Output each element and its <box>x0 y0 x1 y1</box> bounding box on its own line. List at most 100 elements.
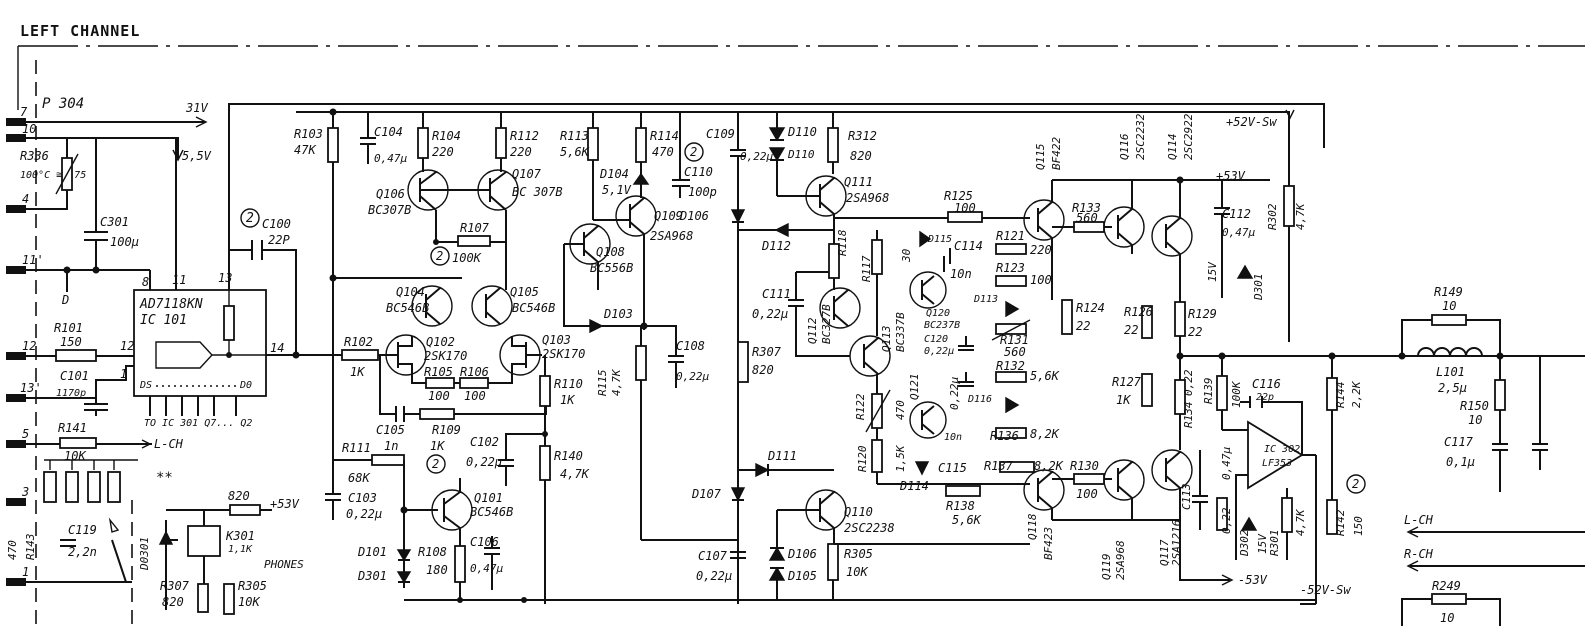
r118-resistor <box>737 341 749 383</box>
svg-text:BC307B: BC307B <box>368 203 411 217</box>
svg-text:22P: 22P <box>268 233 290 247</box>
svg-text:5,6K: 5,6K <box>1030 369 1060 383</box>
svg-text:1K: 1K <box>1116 393 1131 407</box>
svg-text:R307: R307 <box>160 579 190 593</box>
q102-jfet <box>385 334 427 376</box>
svg-text:1K: 1K <box>350 365 365 379</box>
svg-text:0,47μ: 0,47μ <box>1222 226 1255 239</box>
d109-diode <box>768 147 786 162</box>
c114-capacitor <box>943 248 951 272</box>
svg-text:R312: R312 <box>848 129 877 143</box>
arrow-icon <box>141 439 151 449</box>
svg-text:R127: R127 <box>1112 375 1142 389</box>
svg-text:3: 3 <box>21 485 29 499</box>
r149-resistor <box>1431 314 1467 326</box>
svg-text:R103: R103 <box>294 127 323 141</box>
svg-text:30: 30 <box>900 248 913 263</box>
svg-text:R144: R144 <box>1334 382 1347 409</box>
svg-text:D0: D0 <box>239 380 252 391</box>
svg-text:D116: D116 <box>967 394 992 405</box>
svg-text:22: 22 <box>1124 323 1138 337</box>
svg-text:0,22μ: 0,22μ <box>676 370 709 383</box>
svg-text:BC546B: BC546B <box>512 301 555 315</box>
svg-text:Q114: Q114 <box>1166 134 1179 161</box>
svg-text:R139: R139 <box>1202 378 1215 405</box>
svg-text:1: 1 <box>120 367 127 381</box>
svg-text:R130: R130 <box>1070 459 1099 473</box>
arrow-icon <box>195 116 208 128</box>
svg-text:820: 820 <box>850 149 872 163</box>
c102-capacitor <box>498 433 545 486</box>
svg-text:R305: R305 <box>238 579 267 593</box>
svg-text:C101: C101 <box>60 369 89 383</box>
svg-text:R138: R138 <box>946 499 975 513</box>
svg-text:100°C ≅1,75: 100°C ≅1,75 <box>20 170 86 181</box>
svg-text:R112: R112 <box>510 129 539 143</box>
svg-text:5,6K: 5,6K <box>560 145 590 159</box>
svg-text:180: 180 <box>426 563 448 577</box>
svg-text:R104: R104 <box>432 129 461 143</box>
d107-diode <box>730 487 746 502</box>
svg-text:1,1K: 1,1K <box>228 544 253 555</box>
c109-capacitor <box>730 112 746 604</box>
svg-text:2SA968: 2SA968 <box>1114 540 1127 580</box>
svg-text:D111: D111 <box>767 449 797 463</box>
svg-text:560: 560 <box>1004 345 1026 359</box>
r133-resistor <box>999 461 1035 473</box>
r112-resistor <box>495 127 507 159</box>
q114-transistor <box>1151 215 1193 257</box>
svg-text:R117: R117 <box>860 255 873 282</box>
svg-text:Q106: Q106 <box>376 187 405 201</box>
svg-text:C119: C119 <box>68 523 97 537</box>
r142-resistor <box>1326 499 1338 535</box>
svg-text:5,1V: 5,1V <box>602 183 632 197</box>
c110-capacitor <box>672 112 690 198</box>
svg-text:Q105: Q105 <box>510 285 539 299</box>
svg-text:C112: C112 <box>1222 207 1251 221</box>
r120-resistor <box>871 239 883 275</box>
r117-resistor <box>827 543 839 581</box>
d104-zener <box>632 172 650 185</box>
rail-5v5-line <box>26 137 179 160</box>
svg-text:R124: R124 <box>1076 301 1105 315</box>
d114-diode <box>914 461 930 476</box>
svg-text:R131: R131 <box>1000 333 1029 347</box>
svg-text:0,22: 0,22 <box>1182 369 1195 396</box>
arrow-icon <box>1406 560 1419 572</box>
svg-text:100: 100 <box>1030 273 1052 287</box>
d105-diode <box>768 566 786 581</box>
q112-transistor <box>819 287 861 329</box>
svg-text:10: 10 <box>1440 611 1454 625</box>
svg-text:R150: R150 <box>1460 399 1489 413</box>
svg-text:D115: D115 <box>927 234 952 245</box>
svg-text:Q104: Q104 <box>396 285 425 299</box>
svg-text:R105: R105 <box>424 365 453 379</box>
svg-text:2SC2922: 2SC2922 <box>1182 113 1195 160</box>
svg-text:TO IC 301 Q7... Q2: TO IC 301 Q7... Q2 <box>144 418 252 429</box>
channel-title: LEFT CHANNEL <box>20 22 140 40</box>
svg-text:22: 22 <box>1076 319 1090 333</box>
r110-resistor <box>539 375 551 407</box>
svg-text:R106: R106 <box>460 365 489 379</box>
r127-resistor <box>1061 299 1073 335</box>
svg-text:C114: C114 <box>954 239 983 253</box>
c105-capacitor <box>395 406 405 422</box>
q120-transistor <box>909 271 947 309</box>
svg-text:0,47μ: 0,47μ <box>374 152 407 165</box>
r150-resistor <box>1494 379 1506 411</box>
r249-resistor <box>1431 593 1467 605</box>
d301-zener <box>1236 264 1254 279</box>
svg-text:100: 100 <box>1076 487 1098 501</box>
r134-resistor <box>1174 301 1186 337</box>
svg-text:4,7K: 4,7K <box>1294 202 1307 230</box>
svg-text:R132: R132 <box>996 359 1025 373</box>
svg-text:470: 470 <box>894 400 907 420</box>
svg-text:10n: 10n <box>944 432 962 443</box>
svg-text:R110: R110 <box>554 377 583 391</box>
arrow-icon <box>1406 526 1419 538</box>
r108-resistor <box>454 545 466 583</box>
svg-text:C103: C103 <box>348 491 377 505</box>
svg-text:220: 220 <box>432 145 454 159</box>
svg-text:R142: R142 <box>1334 509 1347 536</box>
